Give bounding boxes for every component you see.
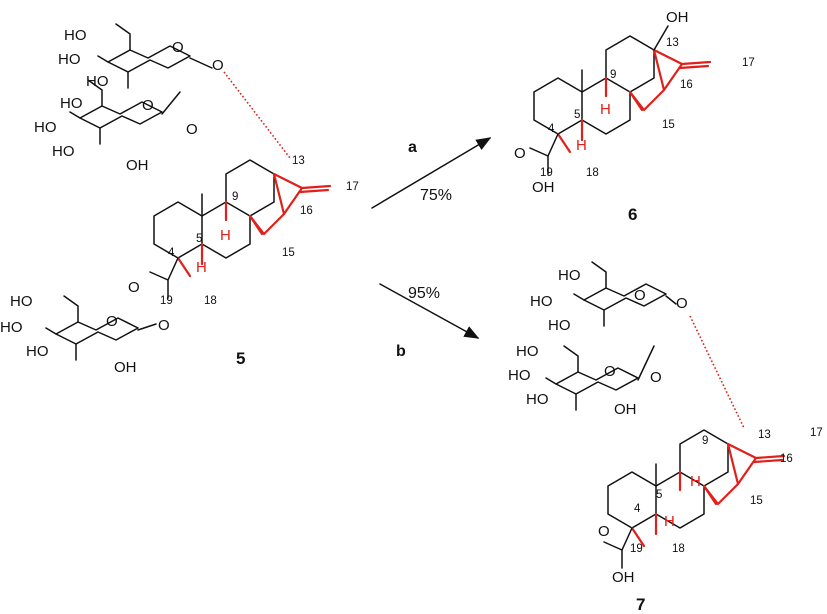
sophorose-top (69, 23, 213, 145)
ho-label: HO (10, 293, 33, 310)
reaction-b: 95% b (379, 283, 480, 360)
atom-5: 5 (574, 109, 580, 121)
atom-13: 13 (292, 155, 305, 167)
carbonyl-o-label: O (598, 523, 610, 540)
ho-label: HO (548, 317, 571, 334)
ring-o-label: O (142, 97, 154, 114)
arrow-b (379, 283, 480, 339)
carbonyl-o-label: O (514, 145, 526, 162)
yield-a: 75% (420, 187, 452, 204)
atom-5: 5 (196, 233, 202, 245)
h5-label: H (196, 259, 207, 276)
ring-o-label: O (634, 287, 646, 304)
atom-4: 4 (548, 123, 555, 135)
atom-17: 17 (742, 57, 755, 69)
glycosidic-o-label: O (186, 121, 198, 138)
atom-4: 4 (634, 503, 641, 515)
oh-label: OH (614, 401, 637, 418)
ho-label: HO (530, 293, 553, 310)
ho-label: HO (526, 391, 549, 408)
h9-label: H (600, 101, 611, 118)
atom-9: 9 (610, 69, 616, 81)
atom-15: 15 (662, 119, 675, 131)
atom-17: 17 (810, 427, 823, 439)
reaction-a: a 75% (371, 137, 492, 209)
atom-16: 16 (680, 79, 693, 91)
ring-o-label: O (172, 39, 184, 56)
h9-label: H (220, 227, 231, 244)
glycosidic-o-label: O (212, 57, 224, 74)
sophorose-top (545, 261, 677, 411)
atom-13: 13 (758, 429, 771, 441)
h5-label: H (576, 137, 587, 154)
atom-17: 17 (346, 181, 359, 193)
glycosidic-o-label: O (676, 295, 688, 312)
oh-label: OH (114, 359, 137, 376)
atom-13: 13 (666, 37, 679, 49)
carbonyl-o-label: O (128, 279, 140, 296)
ho-label: HO (516, 343, 539, 360)
compound-6: OH 13 17 16 9 15 5 4 18 19 H H O OH 6 (514, 9, 755, 224)
reagent-b: b (396, 343, 406, 360)
ho-label: HO (26, 343, 49, 360)
atom-19: 19 (630, 543, 643, 555)
atom-18: 18 (204, 295, 217, 307)
ho-label: HO (60, 95, 83, 112)
ring-o-label: O (604, 363, 616, 380)
yield-b: 95% (408, 285, 440, 302)
compound-7: HO HO HO HO HO HO OH O O O O 13 17 16 9 … (508, 261, 823, 614)
hashed-bond (689, 315, 745, 429)
atom-18: 18 (672, 543, 685, 555)
compound-label-5: 5 (236, 349, 245, 368)
oh-label: OH (126, 157, 149, 174)
ho-label: HO (558, 267, 581, 284)
ester-o-label: O (158, 317, 170, 334)
glycosidic-o-label: O (650, 369, 662, 386)
reagent-a: a (408, 139, 417, 156)
ho-label: HO (58, 51, 81, 68)
atom-19: 19 (160, 295, 173, 307)
atom-15: 15 (282, 247, 295, 259)
atom-16: 16 (300, 205, 313, 217)
atom-4: 4 (168, 247, 175, 259)
h9-label: H (690, 473, 701, 490)
ho-label: HO (52, 143, 75, 160)
ho-label: HO (508, 367, 531, 384)
compound-5: HO HO HO HO HO HO OH O O O O 13 17 16 9 … (0, 23, 359, 376)
hashed-bond (223, 71, 291, 159)
atom-9: 9 (702, 435, 708, 447)
atom-18: 18 (586, 167, 599, 179)
atom-5: 5 (656, 489, 662, 501)
ring-o-label: O (106, 313, 118, 330)
ho-label: HO (0, 319, 23, 336)
ho-label: HO (64, 27, 87, 44)
h5-label: H (664, 513, 675, 530)
atom-9: 9 (232, 191, 238, 203)
atom-16: 16 (780, 453, 793, 465)
arrow-a (371, 137, 492, 209)
oh-label: OH (666, 9, 689, 26)
compound-label-6: 6 (628, 205, 637, 224)
ho-label: HO (34, 119, 57, 136)
atom-19: 19 (540, 167, 553, 179)
compound-label-7: 7 (636, 595, 645, 614)
acid-oh-label: OH (532, 179, 555, 196)
ho-label: HO (86, 73, 109, 90)
acid-oh-label: OH (612, 569, 635, 586)
atom-15: 15 (750, 495, 763, 507)
